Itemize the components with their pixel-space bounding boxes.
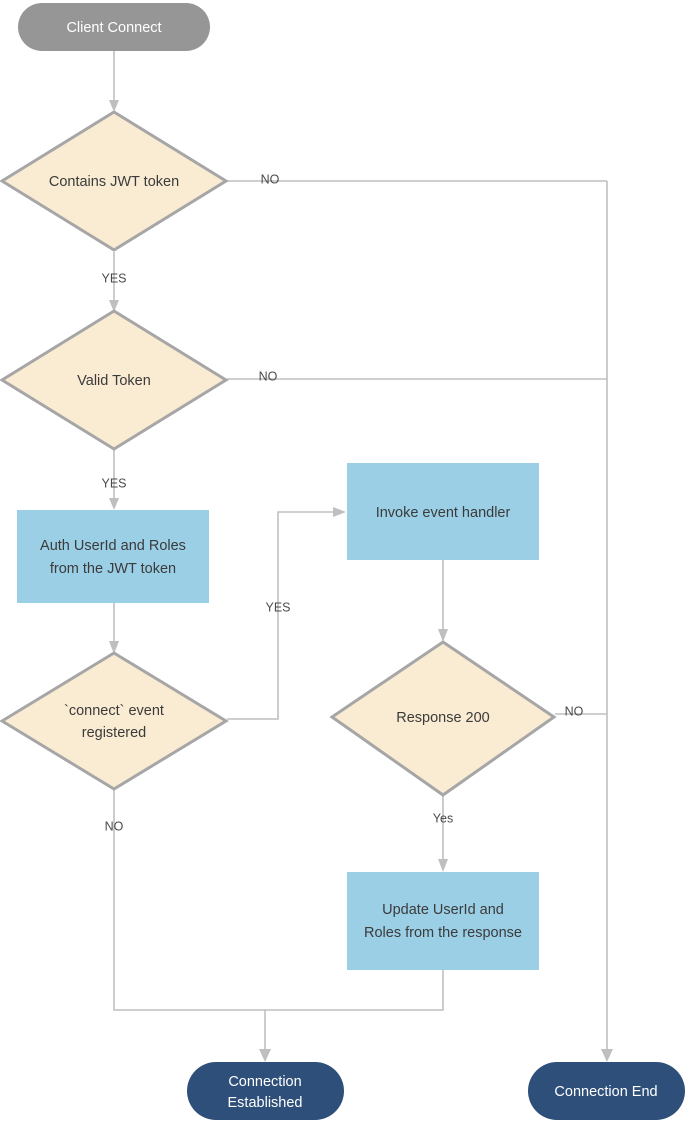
connection-established-label-line1: Connection [228, 1074, 301, 1090]
edge-update-to-connection-established [265, 970, 444, 1011]
update-userid-roles-shape[interactable] [347, 872, 539, 970]
edge-contains-jwt-no: NO [227, 172, 607, 186]
invoke-event-handler-label: Invoke event handler [376, 505, 511, 521]
client-connect-label: Client Connect [66, 20, 161, 36]
edge-label-valid-token-yes: YES [101, 476, 126, 490]
update-userid-roles-label-line1: Update UserId and [382, 902, 504, 918]
auth-userid-roles-label-line1: Auth UserId and Roles [40, 538, 186, 554]
response-200-label: Response 200 [396, 710, 490, 726]
edge-label-connect-event-yes: YES [265, 600, 290, 614]
auth-userid-roles-shape[interactable] [17, 510, 209, 603]
response-200-shape[interactable] [329, 640, 557, 797]
contains-jwt-token-label: Contains JWT token [49, 174, 179, 190]
contains-jwt-token-shape[interactable] [0, 110, 229, 252]
connect-event-registered-label-line1: `connect` event [64, 703, 164, 719]
edge-client-connect-to-contains-jwt [109, 50, 119, 112]
edge-response-yes: Yes [433, 796, 453, 872]
edge-response-no: NO [555, 704, 607, 718]
client-connect-shape[interactable] [18, 3, 210, 51]
node-client-connect[interactable]: Client Connect [18, 3, 210, 51]
connection-end-shape[interactable] [528, 1062, 685, 1120]
edge-valid-token-yes: YES [101, 450, 127, 510]
connection-established-shape[interactable] [187, 1062, 344, 1120]
edge-connect-event-yes: YES [227, 507, 346, 720]
connect-event-registered-label-line2: registered [82, 725, 146, 741]
connection-end-label: Connection End [554, 1084, 657, 1100]
edge-invoke-to-response [438, 560, 448, 642]
auth-userid-roles-label-line2: from the JWT token [50, 561, 176, 577]
valid-token-shape[interactable] [0, 309, 229, 451]
edge-auth-to-connect-event [109, 603, 119, 654]
node-response-200[interactable]: Response 200 [329, 640, 557, 797]
edge-label-valid-token-no: NO [259, 369, 278, 383]
edge-contains-jwt-yes: YES [101, 252, 127, 312]
node-auth-userid-roles[interactable]: Auth UserId and Roles from the JWT token [17, 510, 209, 603]
edge-right-rail-to-connection-end [601, 181, 613, 1062]
edge-valid-token-no: NO [227, 369, 607, 383]
valid-token-label: Valid Token [77, 373, 151, 389]
node-connect-event-registered[interactable]: `connect` event registered [0, 651, 229, 791]
edge-label-connect-event-no: NO [105, 819, 124, 833]
node-invoke-event-handler[interactable]: Invoke event handler [347, 463, 539, 560]
node-connection-end[interactable]: Connection End [528, 1062, 685, 1120]
node-update-userid-roles[interactable]: Update UserId and Roles from the respons… [347, 872, 539, 970]
edge-label-response-yes: Yes [433, 811, 453, 825]
edge-label-contains-jwt-no: NO [261, 172, 280, 186]
edge-label-response-no: NO [565, 704, 584, 718]
node-valid-token[interactable]: Valid Token [0, 309, 229, 451]
update-userid-roles-label-line2: Roles from the response [364, 925, 522, 941]
connect-event-registered-shape[interactable] [0, 651, 229, 791]
connection-established-label-line2: Established [228, 1095, 303, 1111]
invoke-event-handler-shape[interactable] [347, 463, 539, 560]
edge-connect-event-no: NO [105, 790, 271, 1062]
edge-label-contains-jwt-yes: YES [101, 271, 126, 285]
node-connection-established[interactable]: Connection Established [187, 1062, 344, 1120]
node-contains-jwt-token[interactable]: Contains JWT token [0, 110, 229, 252]
